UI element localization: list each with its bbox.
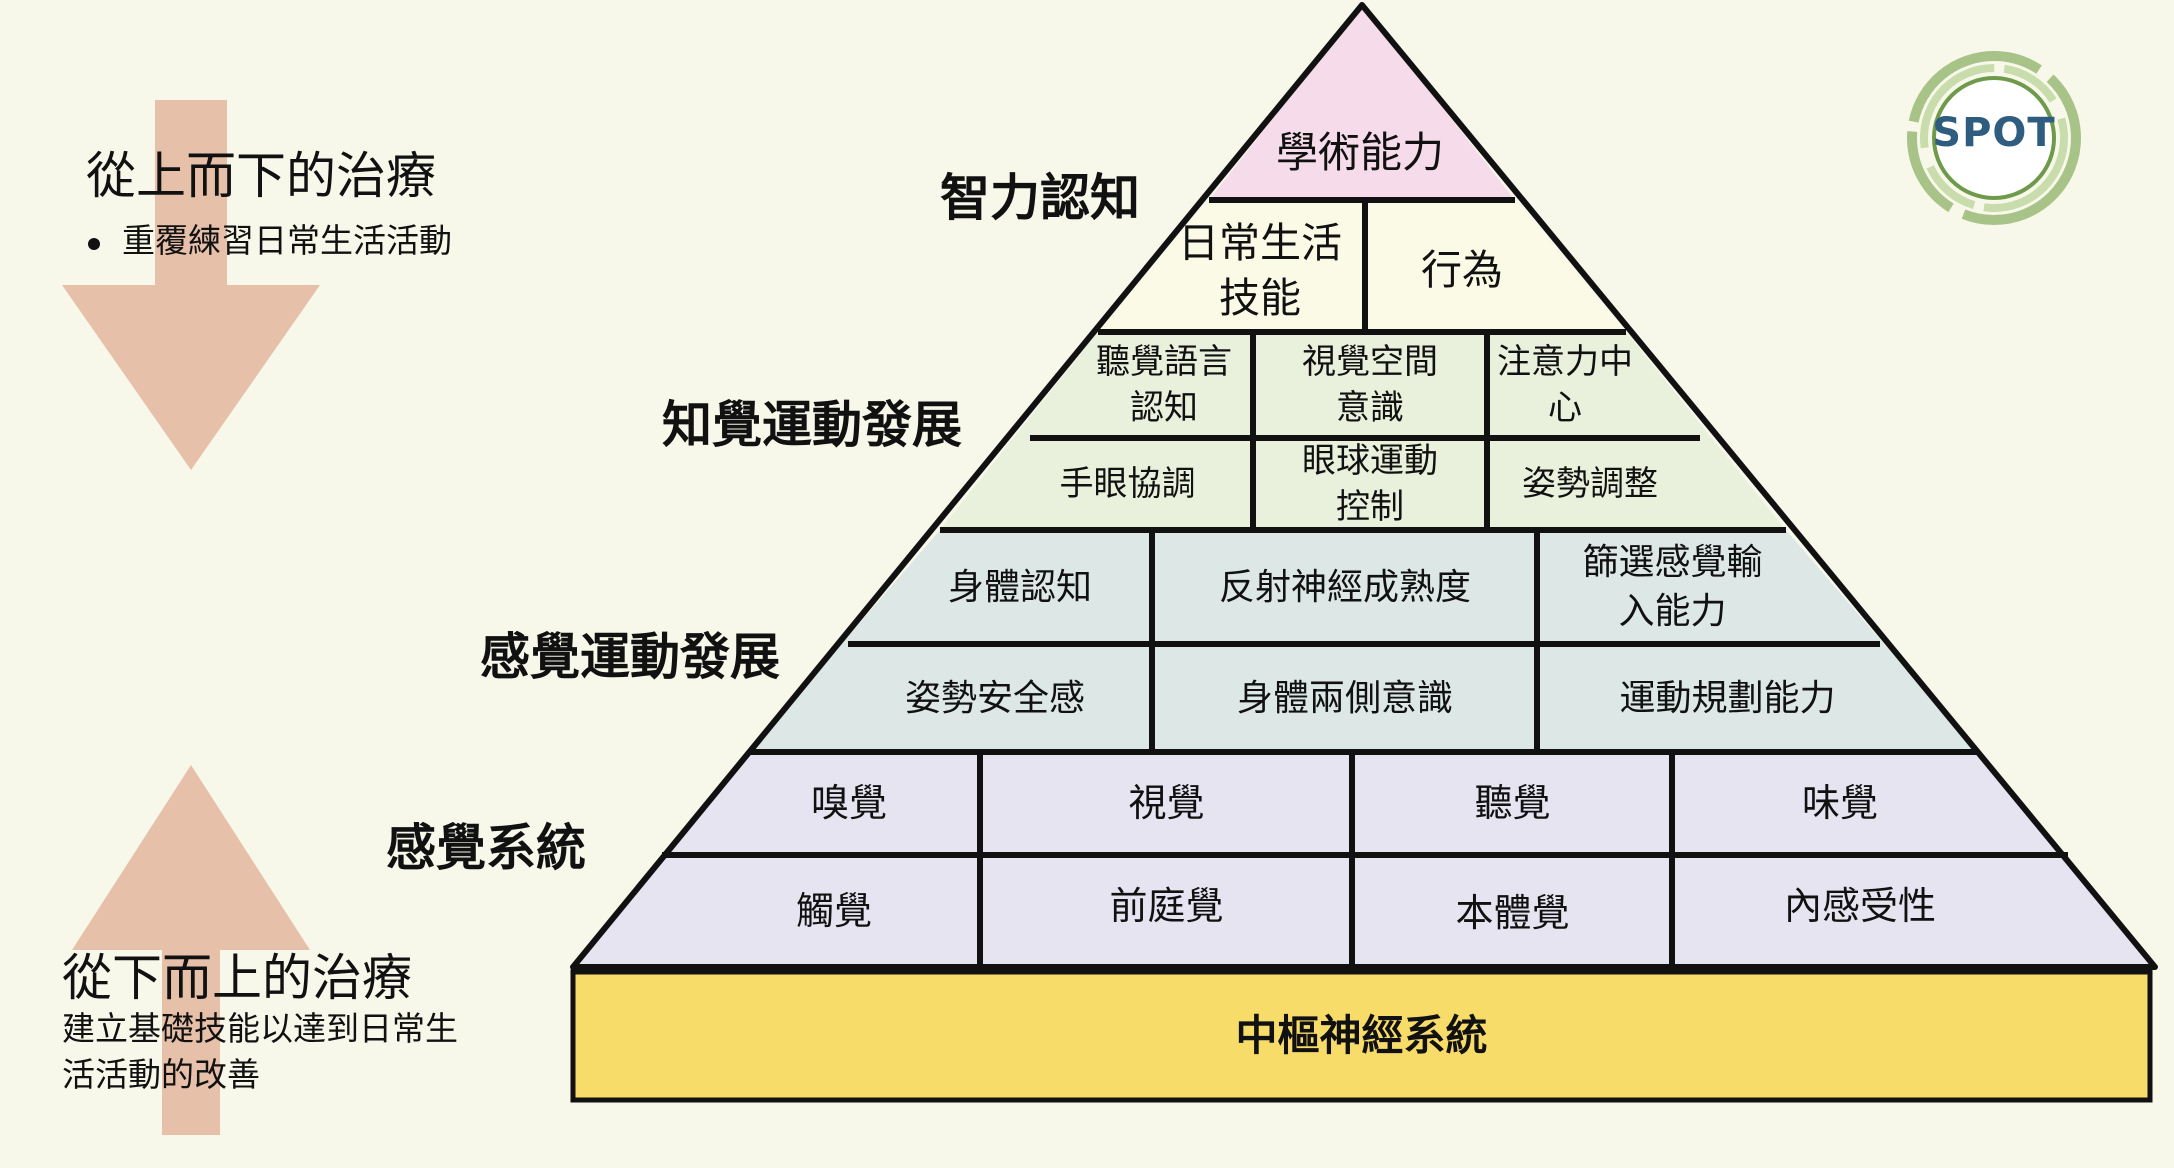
- down-arrow: [62, 100, 320, 470]
- spot-logo: [1907, 51, 2081, 225]
- cell-eye-hand: 手眼協調: [1059, 464, 1196, 505]
- cell-visual-spatial: 視覺空間 意識: [1256, 336, 1484, 436]
- cell-daily-living: 日常生活 技能: [1160, 212, 1360, 330]
- cell-academic: 學術能力: [1275, 127, 1444, 177]
- cell-body-awareness: 身體認知: [947, 566, 1092, 608]
- cell-posture-adjust: 姿勢調整: [1522, 464, 1658, 505]
- bullet-dot: [88, 238, 100, 250]
- bottom-up-desc-line2: 活活動的改善: [62, 1055, 260, 1094]
- cell-interoception: 內感受性: [1783, 884, 1936, 929]
- spot-logo-text: SPOT: [1932, 110, 2056, 156]
- cell-daily-living-line1: 日常生活: [1178, 218, 1342, 267]
- cell-vestibular: 前庭覺: [1109, 884, 1224, 929]
- cell-oculomotor: 眼球運動 控制: [1256, 440, 1484, 530]
- tier-academic: [1209, 5, 1515, 200]
- up-arrow: [72, 765, 310, 1135]
- level-sensory-system: 感覺系統: [386, 819, 586, 877]
- bottom-up-desc-line1: 建立基礎技能以達到日常生: [62, 1009, 458, 1048]
- tier-sensory: [573, 752, 2155, 967]
- cell-reflex: 反射神經成熟度: [1218, 566, 1471, 608]
- cell-vision: 視覺: [1128, 781, 1205, 826]
- cell-visual-spatial-line1: 視覺空間: [1302, 342, 1438, 383]
- cell-auditory-line1: 聽覺語言: [1096, 342, 1232, 383]
- top-down-title: 從上而下的治療: [86, 147, 436, 205]
- cns-base: [570, 969, 2153, 1103]
- bottom-up-title: 從下而上的治療: [62, 949, 412, 1007]
- cell-sensory-filter: 篩選感覺輸 入能力: [1540, 534, 1805, 642]
- cell-oculomotor-line2: 控制: [1336, 487, 1404, 527]
- tier-perceptual: [940, 332, 1786, 530]
- cell-postural-security: 姿勢安全感: [904, 677, 1085, 719]
- cell-cns: 中樞神經系統: [1235, 1010, 1488, 1060]
- cell-behavior: 行為: [1421, 246, 1503, 295]
- cell-sensory-filter-line1: 篩選感覺輸: [1582, 542, 1763, 584]
- cell-attention-line2: 心: [1548, 388, 1582, 428]
- cell-attention: 注意力中 心: [1490, 336, 1640, 436]
- cell-visual-spatial-line2: 意識: [1336, 388, 1404, 428]
- cell-proprioception: 本體覺: [1455, 891, 1570, 936]
- cell-taste: 味覺: [1801, 781, 1878, 826]
- level-sensory-motor: 感覺運動發展: [480, 628, 780, 686]
- level-cognition: 智力認知: [940, 169, 1140, 227]
- cell-oculomotor-line1: 眼球運動: [1302, 441, 1438, 482]
- cell-smell: 嗅覺: [810, 781, 887, 826]
- cell-daily-living-line2: 技能: [1219, 274, 1301, 322]
- cell-sensory-filter-line2: 入能力: [1618, 591, 1727, 632]
- cell-auditory-line2: 認知: [1130, 388, 1198, 428]
- cell-touch: 觸覺: [795, 889, 872, 934]
- cell-motor-planning: 運動規劃能力: [1619, 677, 1836, 719]
- cell-attention-line1: 注意力中: [1497, 342, 1633, 383]
- tier-dividers: [573, 197, 2155, 970]
- cell-bilateral: 身體兩側意識: [1236, 677, 1453, 719]
- cell-hearing: 聽覺: [1474, 781, 1551, 826]
- top-down-bullet: 重覆練習日常生活活動: [122, 221, 452, 260]
- level-perceptual-motor: 知覺運動發展: [662, 396, 962, 454]
- cell-auditory-language: 聽覺語言 認知: [1075, 336, 1253, 436]
